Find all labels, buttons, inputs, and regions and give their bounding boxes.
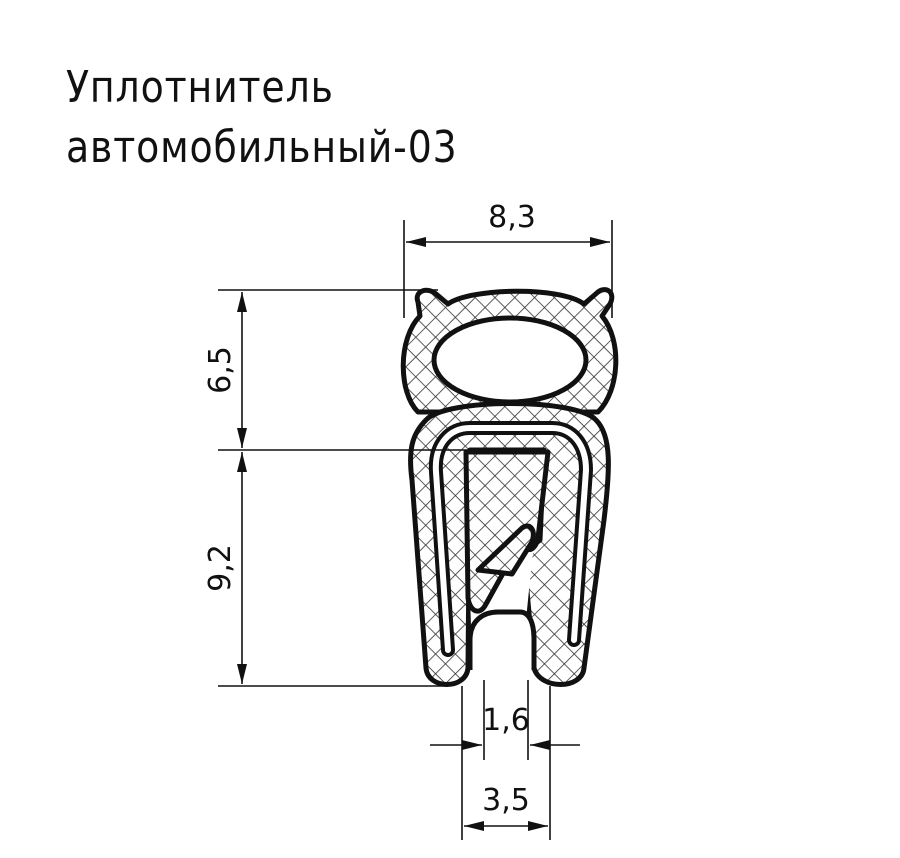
dimension-gap-inner: 1,6	[430, 680, 580, 760]
dimension-height-upper: 6,5	[203, 292, 247, 448]
dimension-label-width-bottom: 3,5	[482, 783, 530, 818]
dimension-label-height-lower: 9,2	[203, 544, 238, 592]
upper-cavity	[431, 315, 589, 405]
title-line-1: Уплотнитель	[66, 62, 334, 113]
dimension-width-top: 8,3	[403, 200, 613, 318]
dimension-label-gap-inner: 1,6	[482, 703, 530, 738]
drawing-title: Уплотнитель автомобильный-03	[66, 58, 458, 178]
dimension-label-height-upper: 6,5	[203, 346, 238, 394]
dimension-label-width-top: 8,3	[488, 200, 536, 235]
dimension-height-lower: 9,2	[203, 452, 247, 684]
clip-body	[408, 401, 611, 687]
lip-tooth	[475, 523, 536, 577]
upper-bulb	[400, 287, 619, 415]
dimension-width-bottom: 3,5	[461, 686, 551, 840]
title-line-2: автомобильный-03	[66, 122, 458, 173]
